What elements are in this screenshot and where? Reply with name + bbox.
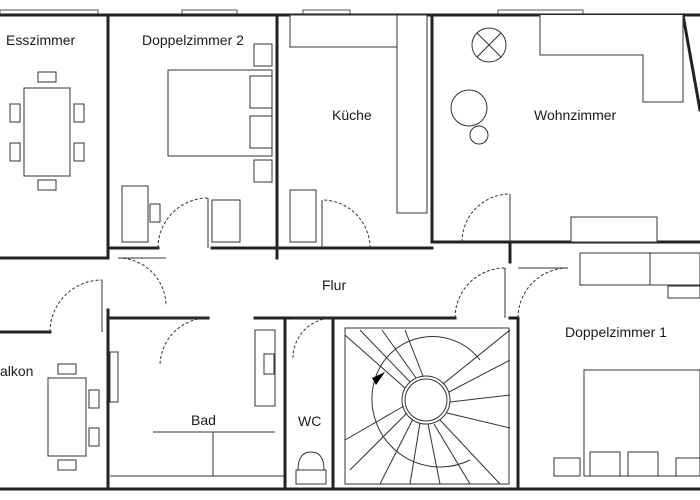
label-doppelzimmer-1: Doppelzimmer 1 <box>565 324 667 340</box>
room-labels: Esszimmer Doppelzimmer 2 Küche Wohnzimme… <box>0 32 667 429</box>
staircase <box>344 327 511 485</box>
label-bad: Bad <box>191 412 216 428</box>
kueche-furniture <box>289 14 428 243</box>
esszimmer-furniture <box>9 71 85 191</box>
label-esszimmer: Esszimmer <box>6 32 76 48</box>
doppelzimmer1-furniture <box>553 369 700 477</box>
label-doppelzimmer-2: Doppelzimmer 2 <box>142 32 244 48</box>
wc-furniture <box>295 451 327 485</box>
bad-furniture <box>110 329 285 477</box>
wohnzimmer-furniture <box>450 15 700 299</box>
doppelzimmer2-furniture <box>121 43 273 243</box>
label-wohnzimmer: Wohnzimmer <box>534 107 617 123</box>
label-wc: WC <box>298 413 321 429</box>
doors <box>49 193 569 367</box>
stair-arrow <box>372 372 385 385</box>
label-flur: Flur <box>322 277 346 293</box>
label-kueche: Küche <box>332 107 372 123</box>
balkon-furniture <box>47 351 119 471</box>
label-balkon: alkon <box>0 363 33 379</box>
